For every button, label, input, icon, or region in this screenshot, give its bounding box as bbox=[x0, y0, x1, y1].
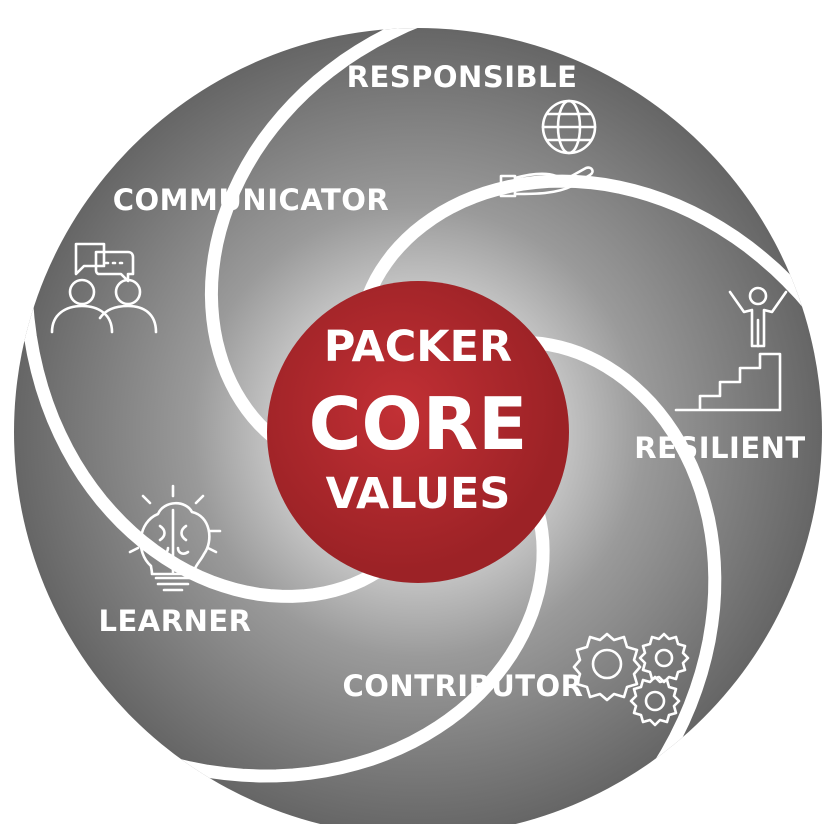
globe-in-hand-icon bbox=[499, 99, 597, 198]
segment-dividers bbox=[19, 28, 822, 791]
person-on-stairs-icon bbox=[674, 286, 788, 412]
label-resilient: RESILIENT bbox=[634, 431, 805, 465]
segment-divider bbox=[19, 275, 385, 603]
center-line-2: CORE bbox=[309, 382, 528, 466]
segment-divider bbox=[204, 28, 447, 444]
segment-divider bbox=[361, 174, 822, 330]
center-line-1: PACKER bbox=[324, 322, 512, 372]
segment-divider bbox=[525, 336, 722, 791]
center-circle bbox=[267, 281, 569, 583]
label-contributor: CONTRIBUTOR bbox=[342, 669, 583, 703]
brain-lightbulb-icon bbox=[124, 484, 222, 592]
label-communicator: COMMUNICATOR bbox=[113, 183, 390, 217]
label-responsible: RESPONSIBLE bbox=[347, 60, 578, 94]
label-learner: LEARNER bbox=[99, 604, 252, 638]
gears-icon bbox=[572, 632, 690, 727]
people-chat-icon bbox=[50, 242, 158, 334]
center-line-3: VALUES bbox=[326, 469, 511, 519]
segment-divider bbox=[147, 506, 550, 783]
